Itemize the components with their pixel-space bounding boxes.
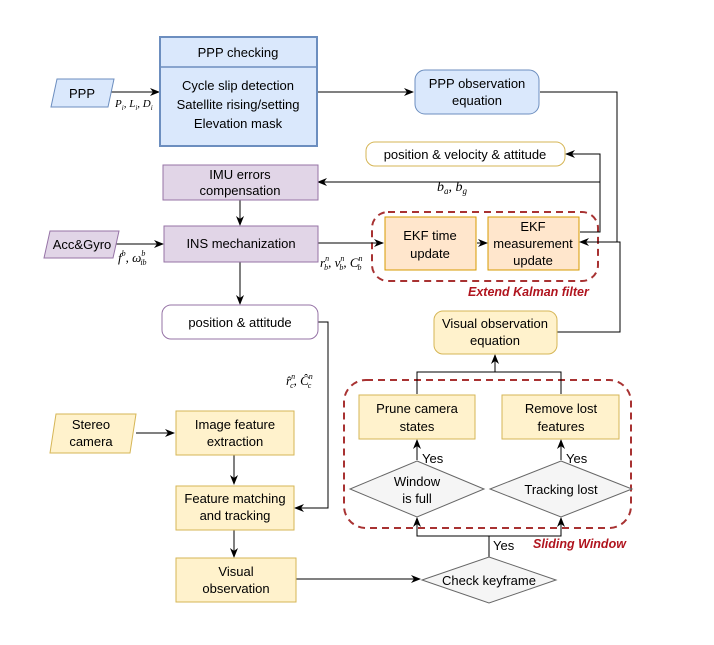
ekf-meas-line1: EKF xyxy=(520,219,545,234)
prune-line1: Prune camera xyxy=(376,401,458,416)
yes-label-prune: Yes xyxy=(422,451,444,466)
sliding-window-group-label: Sliding Window xyxy=(533,537,627,551)
imu-err-line1: IMU errors xyxy=(209,167,271,182)
ekf-measurement-update-node xyxy=(487,216,580,271)
ppp-obs-line1: PPP observation xyxy=(429,76,526,91)
feature-matching-tracking-node xyxy=(175,485,295,531)
accgyro-input-node xyxy=(43,230,120,259)
visual-observation-node xyxy=(175,557,297,603)
image-feature-extraction-node xyxy=(175,410,295,456)
tracking-lost-decision xyxy=(488,460,634,518)
sliding-window-group-border xyxy=(343,379,632,529)
visual-obs-line1: Visual xyxy=(218,564,253,579)
window-line1: Window xyxy=(394,474,441,489)
pva-label: position & velocity & attitude xyxy=(384,147,547,162)
ekf-meas-line3: update xyxy=(513,253,553,268)
edge-posatt-to-featmatch xyxy=(294,321,329,512)
feat-match-line2: and tracking xyxy=(200,508,271,523)
ppp-obs-line2: equation xyxy=(452,93,502,108)
accgyro-label: Acc&Gyro xyxy=(53,237,112,252)
imu-errors-compensation-node xyxy=(162,164,319,201)
ppp-input-node xyxy=(50,78,115,108)
remove-lost-features-node xyxy=(501,394,620,440)
ppp-checking-line2: Satellite rising/setting xyxy=(177,97,300,112)
feat-match-line1: Feature matching xyxy=(184,491,285,506)
stereo-line2: camera xyxy=(69,434,113,449)
remove-line1: Remove lost xyxy=(525,401,598,416)
stereo-line1: Stereo xyxy=(72,417,110,432)
ekf-time-line1: EKF time xyxy=(403,228,456,243)
edge-keyframe-to-tracking xyxy=(489,517,565,537)
yes-label-remove: Yes xyxy=(566,451,588,466)
stereo-camera-input-node xyxy=(49,413,137,454)
ins-mechanization-node xyxy=(163,225,319,263)
edge-merge-to-visobseq xyxy=(416,371,562,394)
vis-obs-eq-line1: Visual observation xyxy=(442,316,548,331)
ppp-checking-node xyxy=(159,36,318,147)
ekf-meas-line2: measurement xyxy=(493,236,573,251)
window-is-full-decision xyxy=(348,460,486,518)
img-feat-line1: Image feature xyxy=(195,417,275,432)
visual-observation-equation-node xyxy=(433,310,558,355)
ppp-checking-line1: Cycle slip detection xyxy=(182,78,294,93)
position-attitude-node xyxy=(161,304,319,340)
tracking-lost-label: Tracking lost xyxy=(524,482,598,497)
ekf-time-update-node xyxy=(384,216,477,271)
ppp-obs-math-label: Pi, Li, Di xyxy=(114,98,153,112)
edge-keyframe-to-window xyxy=(413,517,490,557)
ins-label: INS mechanization xyxy=(186,236,295,251)
prune-line2: states xyxy=(400,419,435,434)
visual-obs-line2: observation xyxy=(202,581,269,596)
window-line2: is full xyxy=(402,491,432,506)
imu-err-line2: compensation xyxy=(200,183,281,198)
remove-line2: features xyxy=(538,419,585,434)
pos-att-label: position & attitude xyxy=(188,315,291,330)
vis-obs-eq-line2: equation xyxy=(470,333,520,348)
check-keyframe-label: Check keyframe xyxy=(442,573,536,588)
ppp-checking-line3: Elevation mask xyxy=(194,116,283,131)
ekf-time-line2: update xyxy=(410,246,450,261)
ekf-group-border xyxy=(371,211,599,282)
img-feat-line2: extraction xyxy=(207,434,263,449)
ekf-group-label: Extend Kalman filter xyxy=(468,285,590,299)
ppp-checking-title: PPP checking xyxy=(198,45,279,60)
edge-visobs-to-ekfmeas xyxy=(557,241,621,333)
check-keyframe-decision xyxy=(420,556,558,604)
prune-camera-states-node xyxy=(358,394,476,440)
ppp-label: PPP xyxy=(69,86,95,101)
pva-output-node xyxy=(365,141,566,167)
yes-label-keyframe: Yes xyxy=(493,538,515,553)
ppp-observation-equation-node xyxy=(414,69,540,115)
edge-ekfmeas-to-pva xyxy=(565,150,601,233)
